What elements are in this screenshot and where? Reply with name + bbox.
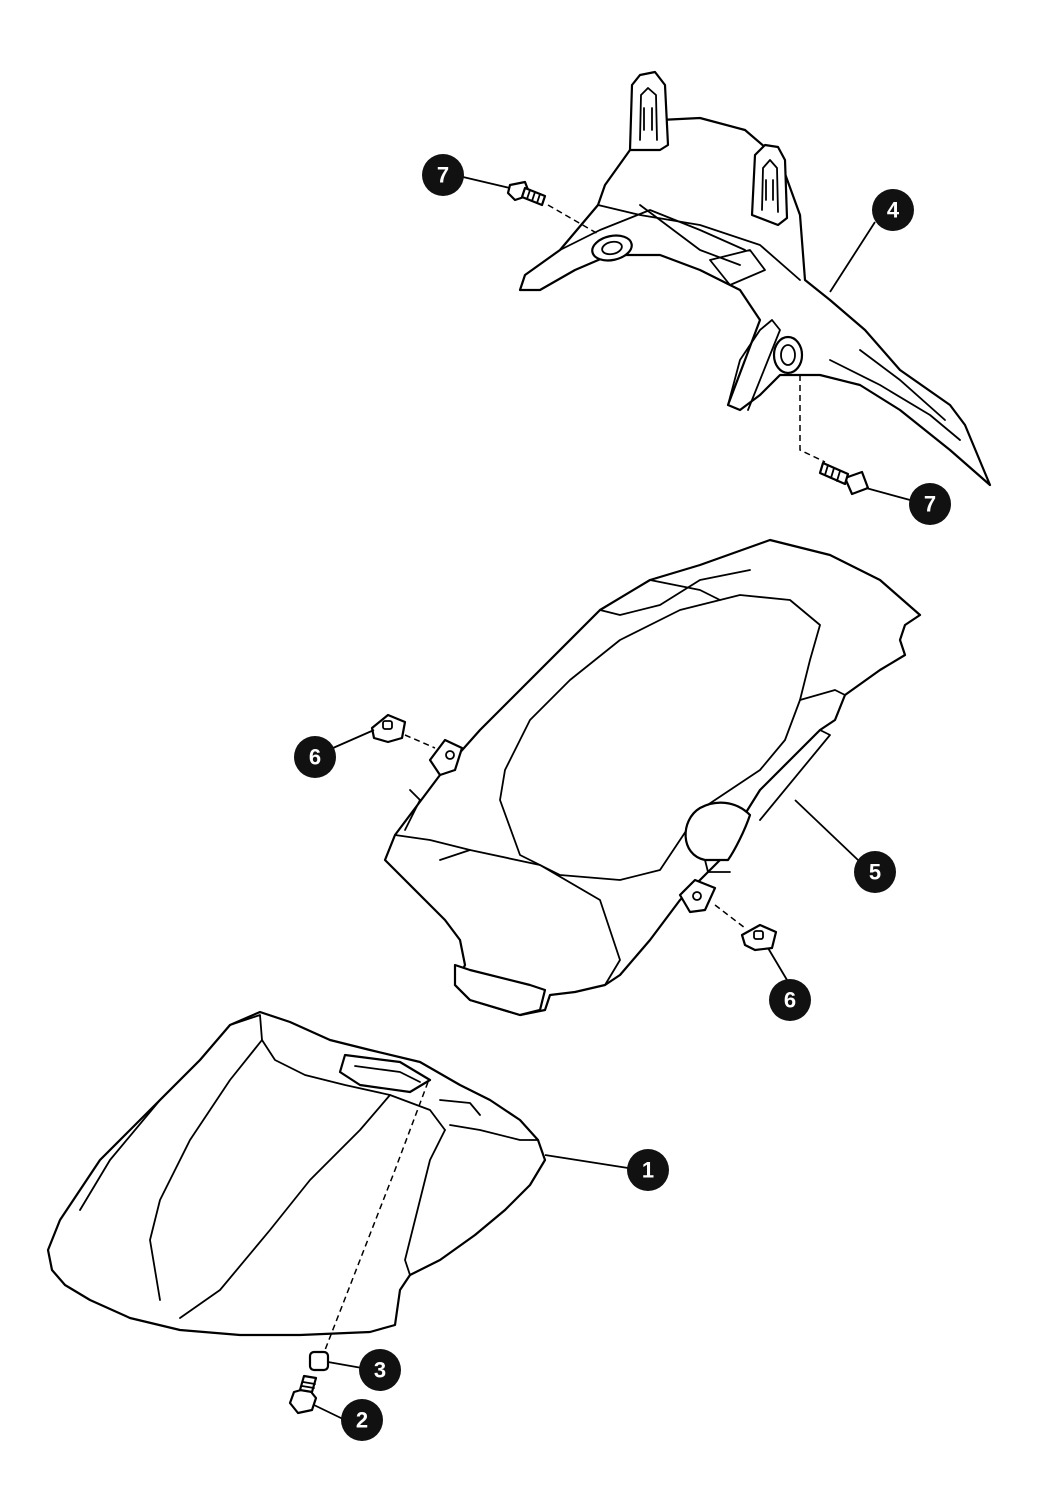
callout-4: 4 <box>872 189 914 231</box>
bolt-path-lower <box>799 375 826 463</box>
leader-3 <box>327 1361 363 1369</box>
part-1-front-fender <box>46 1010 547 1337</box>
clip-path-lower <box>714 904 746 929</box>
callout-7-upper: 7 <box>422 154 464 196</box>
leader-5 <box>794 799 859 861</box>
callout-1-label: 1 <box>642 1158 654 1183</box>
leader-7a <box>462 176 511 189</box>
callout-5: 5 <box>854 851 896 893</box>
clip-path-upper <box>404 734 436 749</box>
callout-5-label: 5 <box>869 860 881 885</box>
part-6-clip-lower <box>740 923 778 952</box>
callout-7-lower-label: 7 <box>924 492 936 517</box>
leader-4 <box>829 221 876 293</box>
callout-7-upper-label: 7 <box>437 163 449 188</box>
part-2-bolt <box>288 1374 318 1415</box>
callout-2-label: 2 <box>356 1408 368 1433</box>
callout-4-label: 4 <box>887 198 900 223</box>
callout-3-label: 3 <box>374 1358 386 1383</box>
callout-6-lower-label: 6 <box>784 988 796 1013</box>
bolt-path-upper <box>547 204 601 236</box>
callout-3: 3 <box>359 1349 401 1391</box>
leader-7b <box>865 487 911 501</box>
leader-6b <box>767 947 791 986</box>
part-5-under-tray <box>383 538 922 1017</box>
part-7-bolt-lower <box>818 461 870 496</box>
part-6-clip-upper <box>370 713 407 744</box>
callout-7-lower: 7 <box>909 483 951 525</box>
part-7-bolt-upper <box>506 180 547 207</box>
callout-6-upper: 6 <box>294 736 336 778</box>
leader-2 <box>313 1404 346 1421</box>
callout-1: 1 <box>627 1149 669 1191</box>
callout-6-upper-label: 6 <box>309 745 321 770</box>
fender-bolt-path <box>324 1081 429 1351</box>
callout-2: 2 <box>341 1399 383 1441</box>
callout-6-lower: 6 <box>769 979 811 1021</box>
part-4-rear-cover <box>518 70 992 487</box>
part-3-collar <box>308 1350 330 1372</box>
leader-1 <box>544 1154 629 1169</box>
leader-6a <box>332 729 375 749</box>
